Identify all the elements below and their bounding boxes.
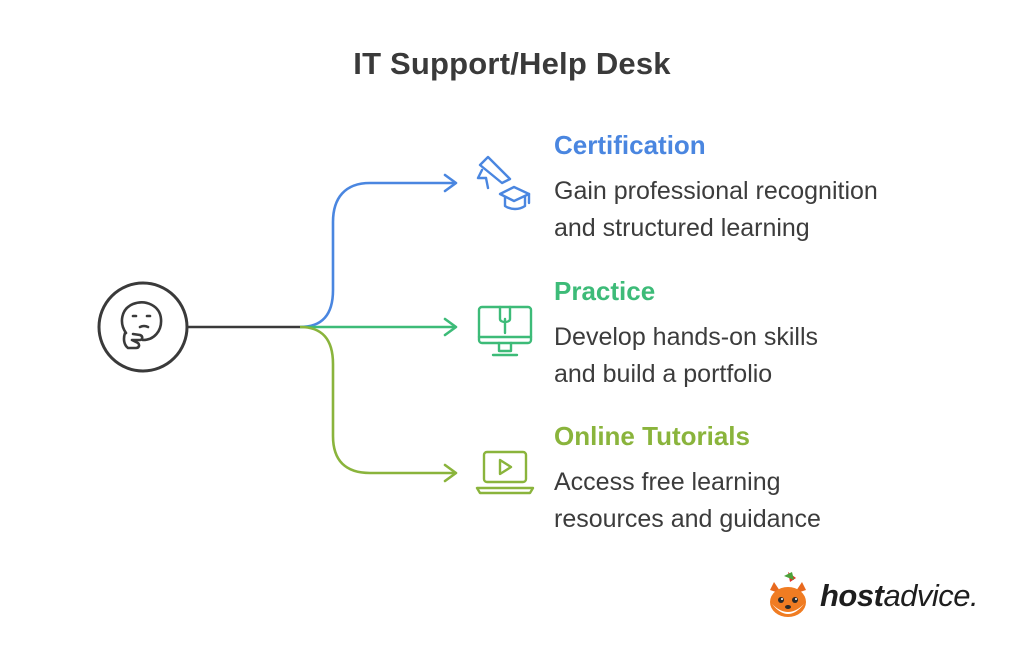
page-title: IT Support/Help Desk — [353, 46, 671, 81]
description-line: and structured learning — [554, 214, 810, 242]
arrowhead-practice — [443, 317, 458, 337]
branch-description-practice: Develop hands-on skills and build a port… — [554, 319, 974, 393]
description-line: Access free learning — [554, 468, 781, 496]
branch-description-certification: Gain professional recognition and struct… — [554, 173, 974, 247]
description-line: Develop hands-on skills — [554, 323, 819, 351]
hostadvice-logo: hostadvice. — [760, 566, 1000, 626]
thinking-face-icon — [120, 301, 163, 350]
megaphone-graduation-cap-icon — [476, 155, 531, 211]
description-line: Gain professional recognition — [554, 177, 878, 205]
branch-title-practice: Practice — [554, 276, 656, 306]
description-line: and build a portfolio — [554, 360, 773, 388]
arrowhead-certification — [443, 173, 458, 193]
branch-description-online-tutorials: Access free learning resources and guida… — [554, 464, 974, 538]
logo-host-text: host — [820, 578, 884, 613]
fox-mascot-icon — [770, 572, 806, 617]
branch-connector-online-tutorials — [299, 325, 455, 475]
branch-connector-certification — [299, 181, 455, 329]
branch-title-online-tutorials: Online Tutorials — [554, 421, 750, 451]
description-line: resources and guidance — [554, 505, 821, 533]
laptop-video-icon — [475, 450, 535, 495]
arrowhead-online-tutorials — [443, 463, 458, 483]
branch-title-certification: Certification — [554, 130, 706, 160]
monitor-wrench-icon — [477, 305, 533, 357]
center-node — [97, 281, 189, 373]
hostadvice-wordmark: hostadvice. — [820, 578, 979, 614]
logo-advice-text: advice. — [883, 578, 979, 613]
